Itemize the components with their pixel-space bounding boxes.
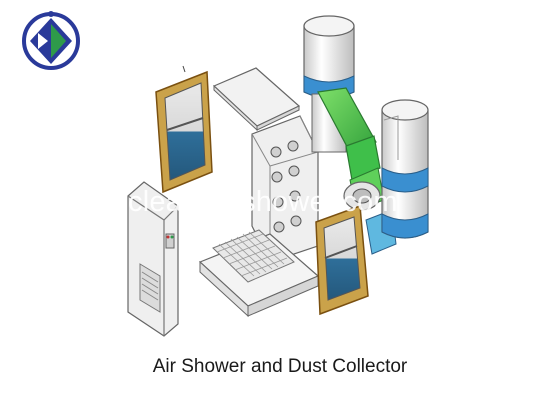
door-lower-right xyxy=(315,204,369,316)
ceiling-panel xyxy=(212,67,301,132)
nozzle-wall-panel xyxy=(251,115,319,263)
floor-grating xyxy=(198,229,320,318)
dust-collector-rear xyxy=(303,15,355,153)
dust-collector-front xyxy=(381,99,429,239)
figure-caption: Air Shower and Dust Collector xyxy=(152,356,408,377)
company-logo xyxy=(22,11,80,70)
control-cabinet xyxy=(127,181,179,337)
door-upper-left xyxy=(155,65,213,194)
